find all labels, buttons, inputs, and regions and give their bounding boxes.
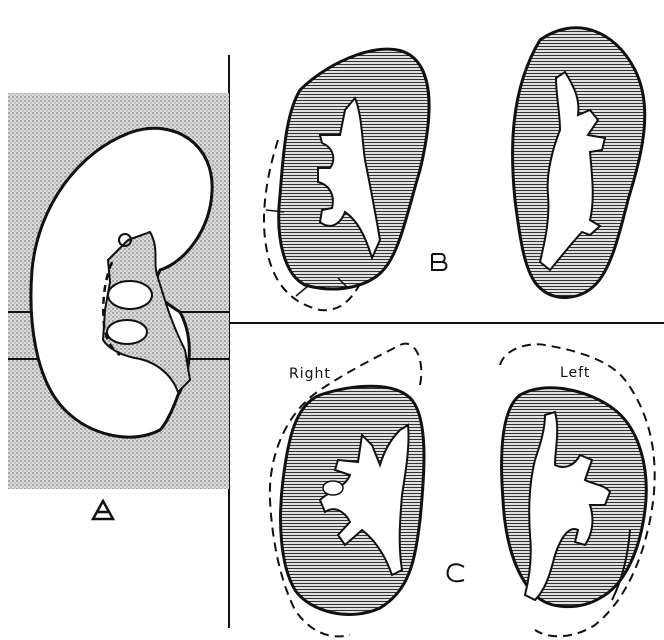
panel-b-illustration xyxy=(264,28,645,310)
calyx xyxy=(108,281,152,309)
panel-c-illustration xyxy=(270,344,655,637)
calyx xyxy=(107,320,147,344)
panel-c-label-glyph xyxy=(448,564,464,581)
panel-b-label-glyph xyxy=(432,254,447,270)
panel-a-label-glyph xyxy=(93,501,113,519)
panel-a-illustration xyxy=(8,93,229,489)
right-kidney-label: Right xyxy=(289,366,331,382)
left-kidney-label: Left xyxy=(560,365,590,381)
